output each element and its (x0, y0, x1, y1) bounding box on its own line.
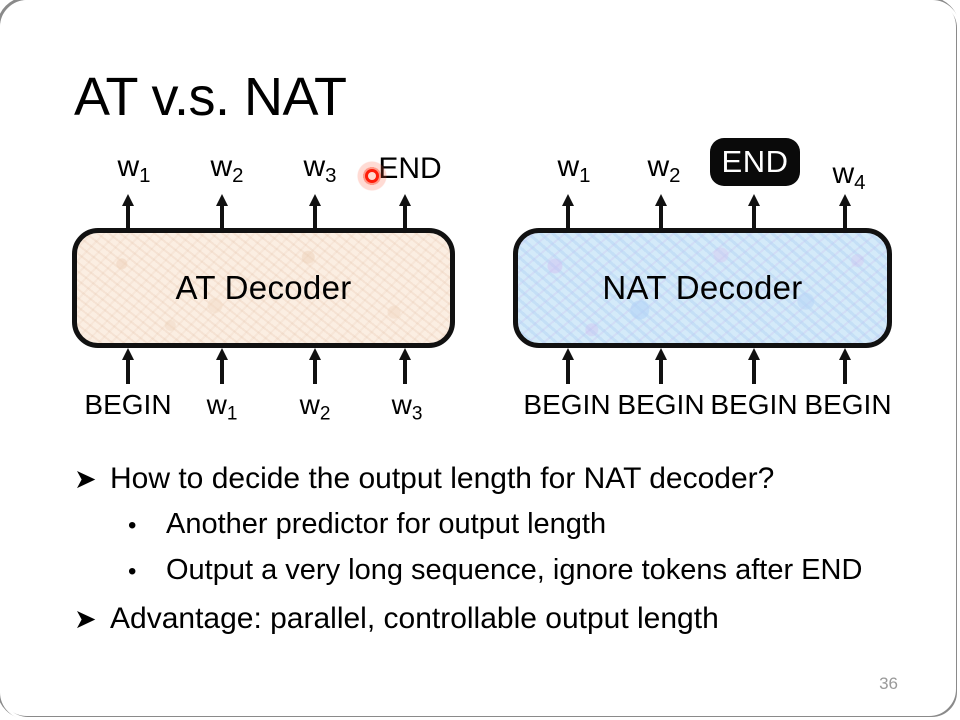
at-input-token-2: w1 (207, 390, 238, 430)
at-decoder-box: AT Decoder (72, 228, 455, 348)
at-output-token-4-base: END (378, 152, 442, 185)
bullet-item-1: ➤ How to decide the output length for NA… (74, 462, 774, 496)
at-decoder-texture (77, 233, 450, 343)
at-output-arrow-4 (395, 194, 415, 230)
at-output-token-3: w3 (303, 152, 336, 191)
nat-input-token-4-base: BEGIN (804, 389, 892, 420)
at-input-arrow-2 (212, 348, 232, 384)
at-decoder-label: AT Decoder (175, 269, 352, 306)
bullet-marker-dot-icon: • (128, 558, 137, 585)
at-input-arrow-1 (118, 348, 138, 384)
nat-input-arrow-4 (835, 348, 855, 384)
at-input-token-3-base: w (299, 389, 320, 420)
bullet-text-1: How to decide the output length for NAT … (110, 462, 775, 495)
nat-output-token-4-sub: 4 (854, 172, 866, 195)
at-input-token-3: w2 (300, 390, 331, 430)
at-input-token-4: w3 (392, 390, 423, 430)
bullet-item-3: • Output a very long sequence, ignore to… (128, 554, 862, 588)
bullet-text-3: Output a very long sequence, ignore toke… (166, 554, 863, 586)
nat-output-arrow-3 (744, 194, 764, 230)
at-output-arrow-2 (212, 194, 232, 230)
at-output-token-4: END (378, 154, 441, 193)
nat-output-token-2-sub: 2 (669, 165, 681, 188)
at-output-token-2-base: w (210, 150, 233, 183)
at-input-token-2-base: w (206, 389, 227, 420)
at-input-token-4-sub: 3 (411, 403, 423, 425)
nat-decoder-box: NAT Decoder (513, 228, 892, 348)
at-output-token-1-base: w (117, 150, 140, 183)
nat-input-token-3: BEGIN (710, 390, 797, 430)
nat-output-token-1-sub: 1 (579, 165, 591, 188)
nat-output-token-1-base: w (557, 150, 580, 183)
at-input-arrow-4 (395, 348, 415, 384)
bullet-marker-arrow-icon: ➤ (74, 464, 97, 494)
at-output-token-3-base: w (303, 150, 326, 183)
nat-decoder-label: NAT Decoder (602, 269, 803, 306)
nat-output-token-1: w1 (557, 152, 590, 191)
bullet-marker-arrow-icon: ➤ (74, 604, 97, 634)
nat-input-arrow-1 (558, 348, 578, 384)
at-input-token-3-sub: 2 (319, 403, 331, 425)
nat-output-arrow-1 (558, 194, 578, 230)
at-output-arrow-1 (118, 194, 138, 230)
bullet-item-4: ➤ Advantage: parallel, controllable outp… (74, 602, 719, 636)
page-title: AT v.s. NAT (74, 67, 347, 127)
nat-input-arrow-2 (651, 348, 671, 384)
page-number: 36 (879, 674, 898, 693)
nat-output-token-3-highlight: END (710, 138, 800, 186)
at-output-token-3-sub: 3 (325, 165, 337, 188)
bullet-text-4: Advantage: parallel, controllable output… (110, 602, 719, 635)
nat-input-token-2-base: BEGIN (617, 389, 705, 420)
at-output-token-2: w2 (210, 152, 243, 191)
nat-input-token-4: BEGIN (804, 390, 891, 430)
nat-output-token-3-base: END (721, 144, 789, 179)
laser-pointer-dot (355, 159, 389, 193)
nat-output-token-2: w2 (647, 152, 680, 191)
at-input-token-2-sub: 1 (226, 403, 238, 425)
at-input-token-1-base: BEGIN (84, 389, 172, 420)
nat-input-token-2: BEGIN (617, 390, 704, 430)
nat-decoder-texture (518, 233, 887, 343)
bullet-item-2: • Another predictor for output length (128, 508, 606, 542)
at-input-token-1: BEGIN (84, 390, 171, 430)
nat-input-token-1-base: BEGIN (523, 389, 611, 420)
nat-output-token-2-base: w (647, 150, 670, 183)
at-output-token-2-sub: 2 (232, 165, 244, 188)
at-input-arrow-3 (305, 348, 325, 384)
at-input-token-4-base: w (391, 389, 412, 420)
bullet-marker-dot-icon: • (128, 512, 137, 539)
at-output-token-1-sub: 1 (139, 165, 151, 188)
nat-output-arrow-4 (835, 194, 855, 230)
at-output-token-1: w1 (117, 152, 150, 191)
nat-output-arrow-2 (651, 194, 671, 230)
nat-input-token-1: BEGIN (523, 390, 610, 430)
nat-output-token-4: w4 (832, 159, 865, 198)
nat-input-arrow-3 (744, 348, 764, 384)
nat-input-token-3-base: BEGIN (710, 389, 798, 420)
at-output-arrow-3 (305, 194, 325, 230)
bullet-text-2: Another predictor for output length (166, 508, 607, 540)
nat-output-token-4-base: w (832, 157, 855, 190)
